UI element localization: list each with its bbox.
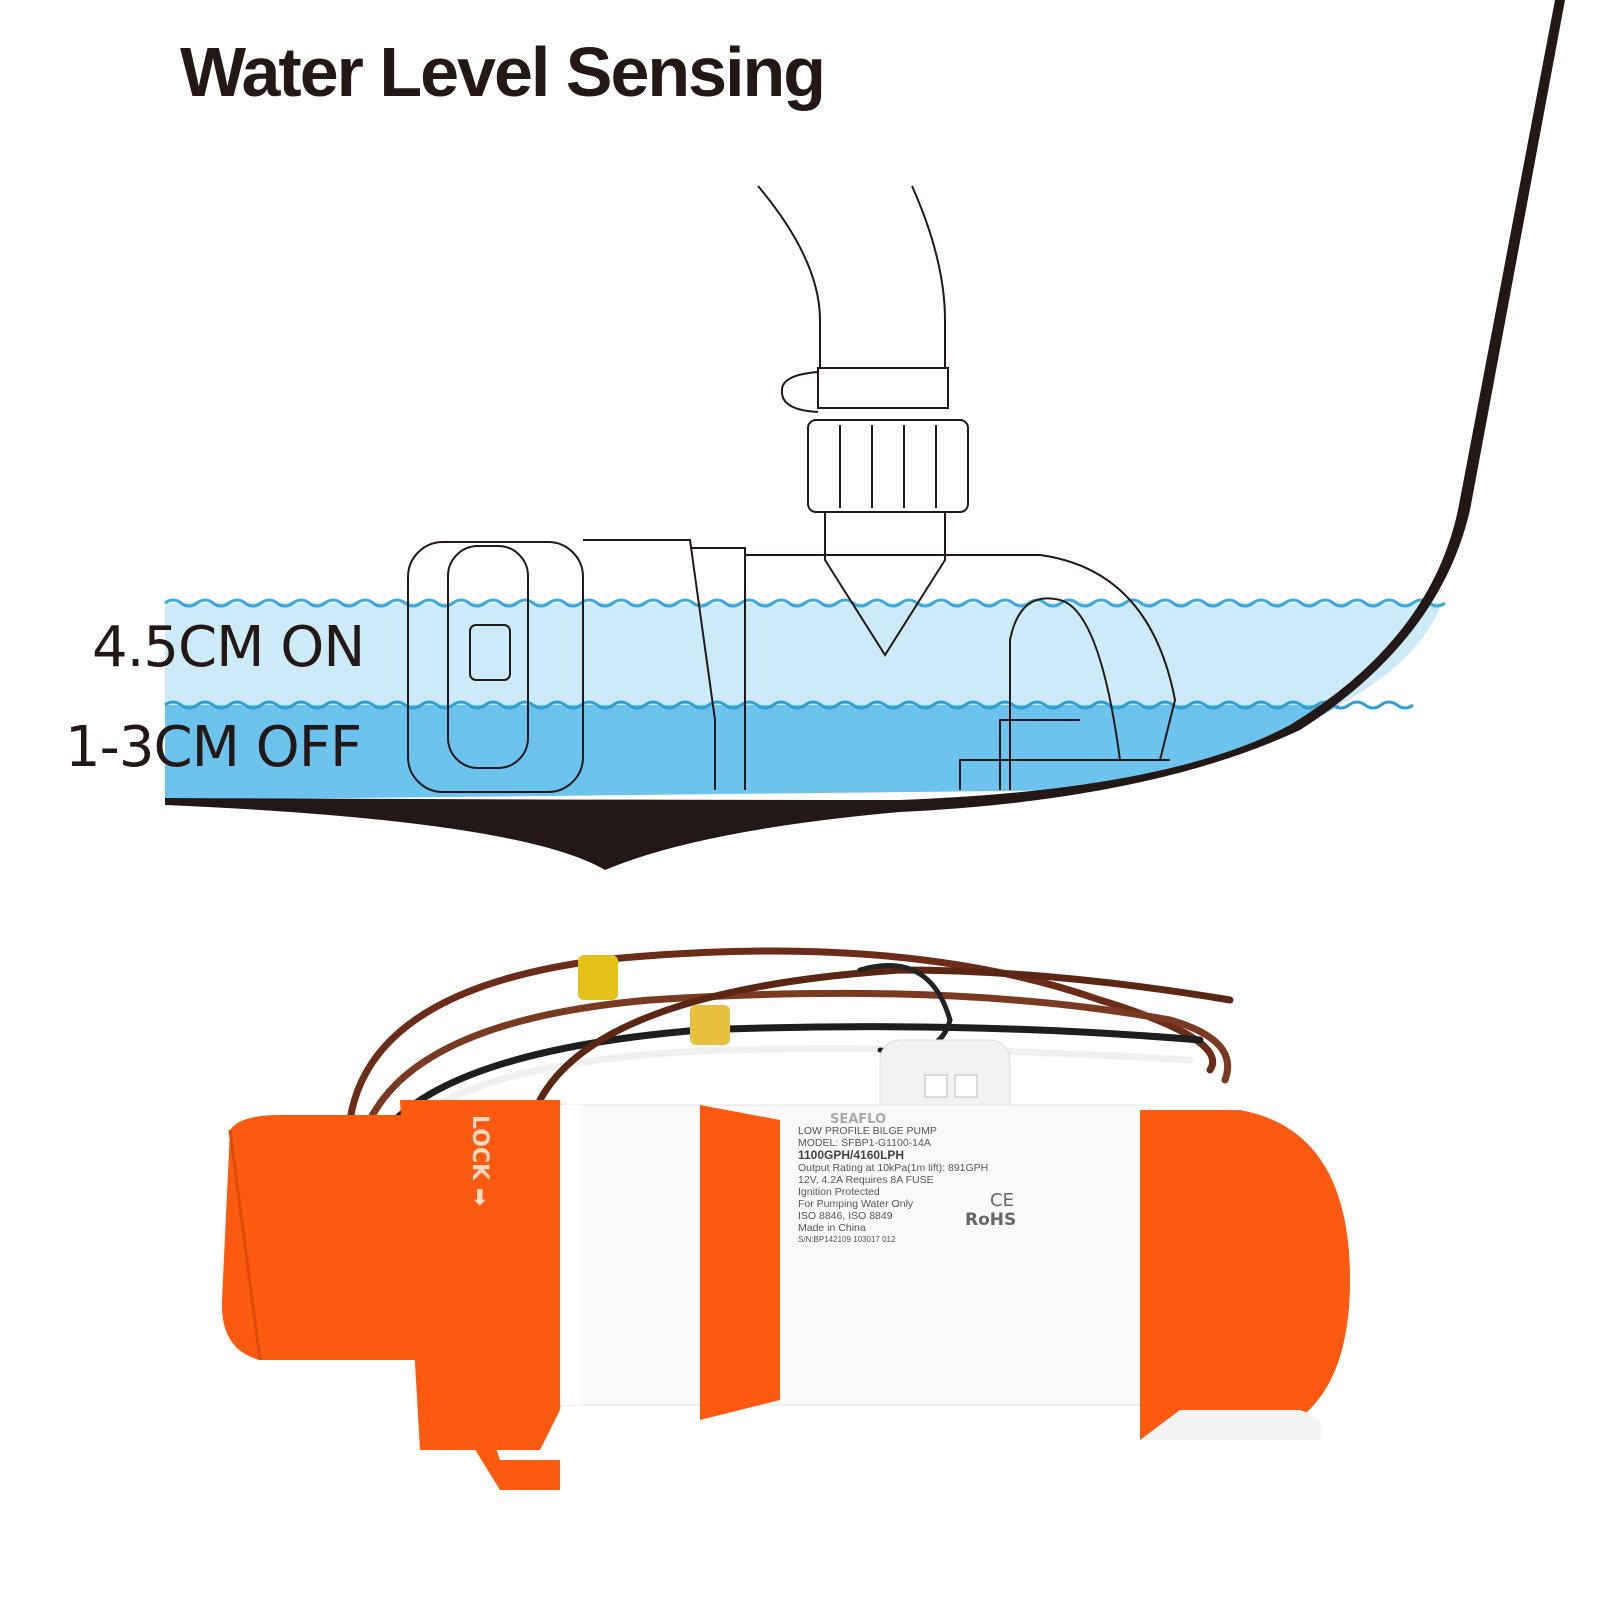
pump-line-drawing [407, 185, 1177, 793]
label-output: Output Rating at 10kPa(1m lift): 891GPH [798, 1162, 989, 1174]
label-serial: S/N:BP142109 103017 012 [798, 1235, 896, 1244]
ce-mark: CE [990, 1190, 1014, 1211]
yellow-connector [690, 1005, 730, 1045]
lock-marking: LOCK ➡ [467, 1115, 492, 1207]
label-origin: Made in China [798, 1222, 866, 1234]
product-label: LOW PROFILE BILGE PUMP MODEL: SFBP1-G110… [798, 1125, 988, 1246]
rohs-mark: RoHS [965, 1210, 1017, 1230]
page-title: Water Level Sensing [180, 33, 826, 111]
pump-wires [346, 947, 1234, 1129]
yellow-connector [578, 955, 618, 1000]
label-iso: ISO 8846, ISO 8849 [798, 1210, 893, 1222]
label-use: For Pumping Water Only [798, 1198, 914, 1210]
brand-name: SEAFLO [830, 1112, 887, 1127]
label-line: LOW PROFILE BILGE PUMP [798, 1125, 937, 1137]
off-level-label: 1-3CM OFF [65, 715, 362, 780]
label-power: 12V, 4.2A Requires 8A FUSE [798, 1174, 934, 1186]
label-model: MODEL: SFBP1-G1100-14A [798, 1137, 931, 1149]
label-rating: 1100GPH/4160LPH [798, 1148, 905, 1162]
label-ignition: Ignition Protected [798, 1186, 880, 1198]
on-level-label: 4.5CM ON [92, 615, 365, 680]
pump-photo [221, 1100, 1350, 1490]
